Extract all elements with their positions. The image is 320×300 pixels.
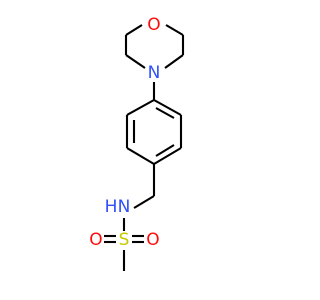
atom-hydrogen-amide: H [105,197,118,217]
atom-oxygen-ring: O [147,15,160,35]
atom-nitrogen-ring: N [148,63,161,83]
bond-c4-o [165,24,184,36]
bond-ar4-ar5 [126,147,155,165]
bond-ar1-ar2 [153,99,182,116]
bond-ar6-ar1 [126,99,155,116]
bond-o-c1 [125,24,143,36]
aromatic-inner-1 [155,107,175,119]
atom-oxygen-left: O [89,230,102,250]
bond-lines [104,24,185,271]
bond-c2-n [125,54,146,69]
atom-oxygen-right: O [146,230,159,250]
bond-ch2-nh [133,195,155,209]
bond-n-c3 [164,54,184,69]
aromatic-inner-2 [155,144,175,157]
atom-sulfur: S [119,230,130,250]
molecule-structure: O N N H S O O [89,15,185,271]
atom-nitrogen-amide: N [118,197,131,217]
bond-ar3-ar4 [153,147,182,165]
